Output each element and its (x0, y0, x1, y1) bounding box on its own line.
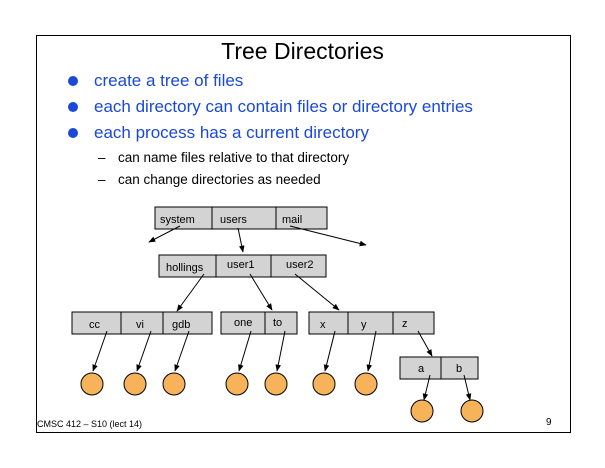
root-directory: system users mail (154, 206, 328, 230)
sub-bullet-item: –can name files relative to that directo… (98, 148, 349, 170)
z-directory: a b (399, 356, 479, 380)
sub-bullet-item: –can change directories as needed (98, 170, 349, 192)
entry-gdb: gdb (172, 319, 190, 331)
file-circle-icon (312, 372, 336, 396)
entry-system: system (160, 214, 195, 226)
user2-directory: x y z (308, 311, 435, 335)
file-circle-icon (80, 372, 104, 396)
users-directory: hollings user1 user2 (158, 254, 327, 278)
bullet-text: create a tree of files (94, 71, 244, 90)
entry-cc: cc (89, 319, 101, 331)
user1-directory: one to (220, 311, 298, 335)
entry-z: z (402, 318, 408, 330)
entry-users: users (220, 214, 247, 226)
file-circle-icon (410, 399, 434, 423)
entry-one: one (234, 317, 252, 329)
slide-title: Tree Directories (221, 38, 384, 64)
entry-a: a (418, 363, 425, 375)
bullet-list: create a tree of files each directory ca… (68, 70, 473, 148)
entry-hollings: hollings (166, 262, 204, 274)
file-circle-icon (123, 372, 147, 396)
entry-b: b (456, 363, 462, 375)
hollings-directory: cc vi gdb (71, 311, 213, 335)
bullet-item: each process has a current directory (68, 122, 473, 148)
file-nodes (80, 372, 484, 423)
bullet-item: each directory can contain files or dire… (68, 96, 473, 122)
entry-mail: mail (282, 214, 302, 226)
file-circle-icon (354, 372, 378, 396)
entry-vi: vi (136, 319, 144, 331)
sub-bullet-text: can change directories as needed (118, 172, 321, 187)
slide-footer: CMSC 412 – S10 (lect 14) (37, 419, 143, 429)
file-circle-icon (225, 372, 249, 396)
entry-y: y (361, 319, 367, 331)
sub-bullet-text: can name files relative to that director… (118, 150, 350, 165)
page-number: 9 (546, 417, 552, 428)
bullet-dot-icon (68, 76, 78, 86)
slide-frame (36, 35, 571, 433)
bullet-text: each process has a current directory (94, 123, 369, 142)
bullet-dot-icon (68, 128, 78, 138)
dash-icon: – (98, 150, 106, 165)
dash-icon: – (98, 172, 106, 187)
bullet-item: create a tree of files (68, 70, 473, 96)
entry-user1: user1 (227, 259, 255, 271)
file-circle-icon (264, 372, 288, 396)
bullet-text: each directory can contain files or dire… (94, 97, 473, 116)
entry-x: x (320, 319, 326, 331)
entry-user2: user2 (286, 259, 314, 271)
sub-bullet-list: –can name files relative to that directo… (98, 148, 349, 192)
file-circle-icon (162, 372, 186, 396)
file-circle-icon (460, 399, 484, 423)
tree-arrows (92, 225, 472, 401)
bullet-dot-icon (68, 102, 78, 112)
entry-to: to (273, 317, 282, 329)
